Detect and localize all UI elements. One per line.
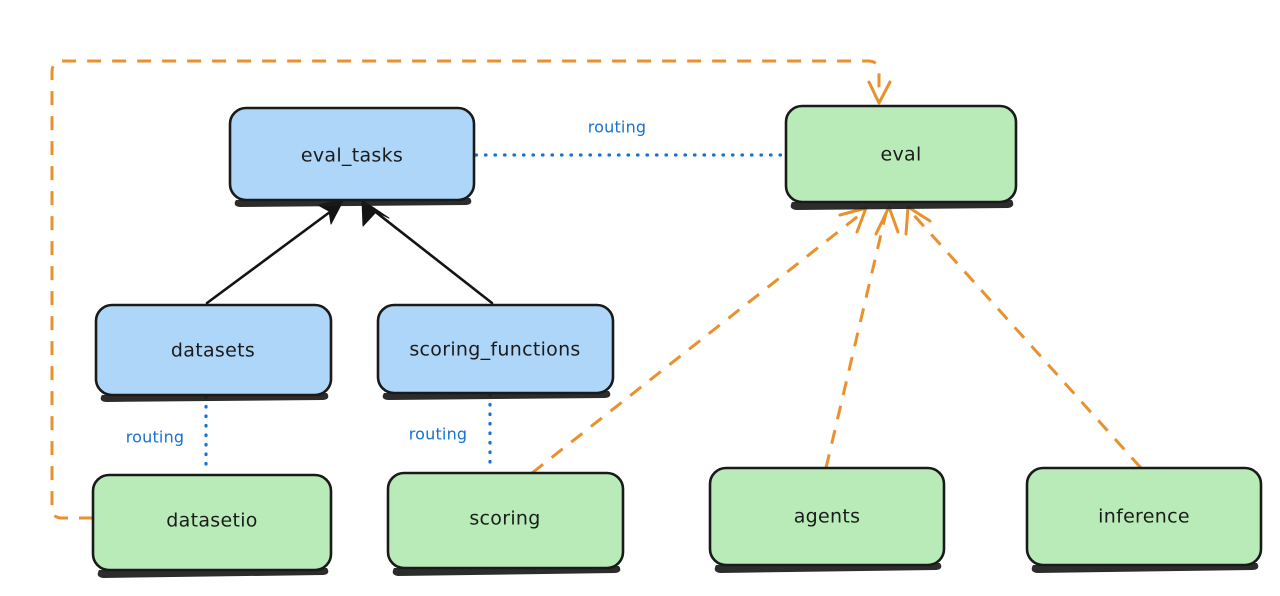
node-scoring-label: scoring bbox=[469, 508, 540, 530]
edge-datasets-eval-tasks-line bbox=[205, 204, 340, 305]
edge-scoring-eval-line bbox=[531, 211, 863, 475]
edge-label-routing-top: routing bbox=[588, 118, 647, 137]
node-datasetio-body[interactable] bbox=[91, 473, 333, 572]
node-agents-label: agents bbox=[794, 506, 861, 528]
node-scoring-functions-body[interactable] bbox=[376, 303, 615, 395]
node-eval-tasks-label: eval_tasks bbox=[301, 145, 403, 167]
edge-datasetio-eval-arrowhead bbox=[867, 80, 892, 105]
edge-agents-eval bbox=[824, 205, 900, 469]
edge-datasetio-eval-line bbox=[50, 59, 881, 520]
node-datasetio[interactable]: datasetio bbox=[91, 473, 333, 578]
node-eval-tasks-body[interactable] bbox=[228, 106, 476, 202]
node-agents-body[interactable] bbox=[708, 466, 946, 567]
node-scoring-functions-label: scoring_functions bbox=[409, 339, 580, 361]
edge-datasets-eval-tasks bbox=[205, 198, 345, 305]
edge-scoring-functions-eval-tasks-line bbox=[366, 204, 494, 305]
node-inference-label: inference bbox=[1098, 506, 1190, 528]
node-datasetio-label: datasetio bbox=[166, 510, 257, 532]
node-scoring-functions[interactable]: scoring_functions bbox=[376, 303, 615, 400]
edge-scoring-functions-eval-tasks-arrowhead bbox=[361, 199, 390, 227]
node-datasets[interactable]: datasets bbox=[94, 303, 333, 402]
node-datasets-label: datasets bbox=[171, 340, 255, 362]
node-inference[interactable]: inference bbox=[1025, 466, 1263, 573]
node-scoring-body[interactable] bbox=[386, 471, 625, 570]
node-inference-body[interactable] bbox=[1025, 466, 1263, 567]
edge-label-routing-scoring-functions: routing bbox=[409, 425, 468, 444]
node-eval-tasks[interactable]: eval_tasks bbox=[228, 106, 476, 207]
edge-scoring-functions-eval-tasks bbox=[361, 199, 494, 305]
node-scoring[interactable]: scoring bbox=[386, 471, 625, 576]
edge-inference-eval-line bbox=[910, 211, 1143, 470]
node-datasets-body[interactable] bbox=[94, 303, 333, 397]
node-agents[interactable]: agents bbox=[708, 466, 946, 573]
edge-inference-eval bbox=[904, 205, 1143, 470]
node-eval-body[interactable] bbox=[784, 104, 1018, 204]
edge-agents-eval-arrowhead bbox=[874, 205, 900, 236]
node-eval[interactable]: eval bbox=[784, 104, 1018, 210]
edge-agents-eval-line bbox=[824, 212, 888, 469]
edge-label-routing-datasets: routing bbox=[126, 428, 185, 447]
node-eval-label: eval bbox=[880, 144, 921, 166]
edge-datasetio-eval bbox=[50, 59, 892, 520]
